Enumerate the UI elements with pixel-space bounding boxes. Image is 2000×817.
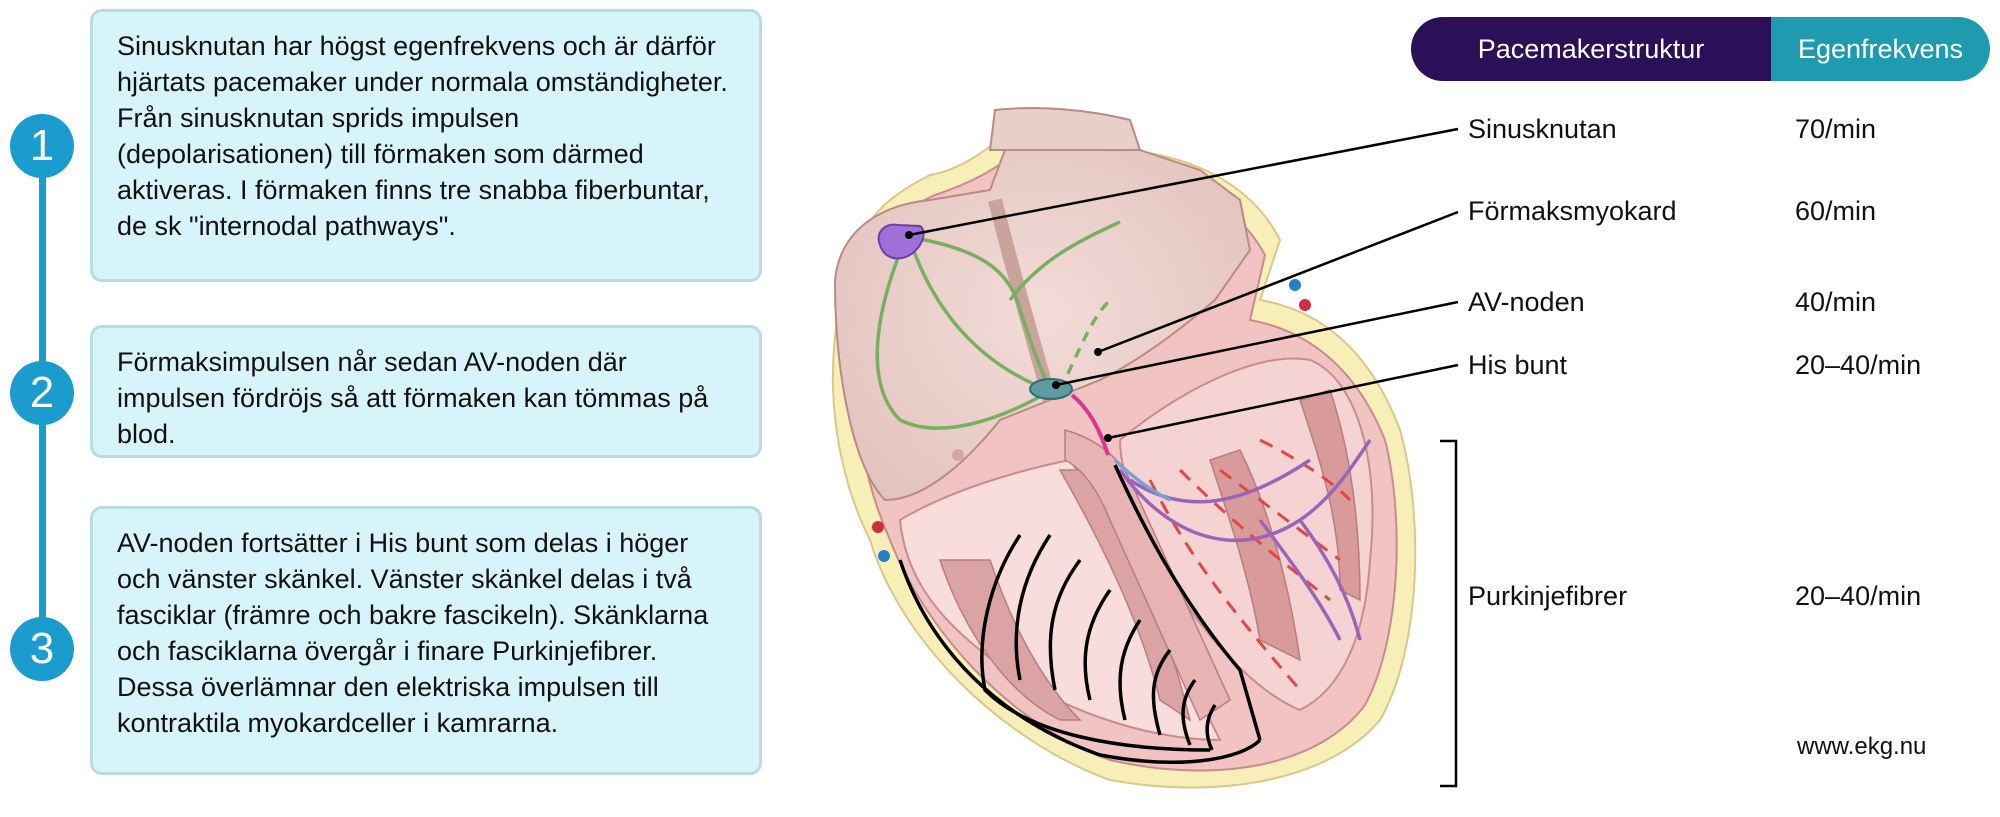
website-link[interactable]: www.ekg.nu (1797, 733, 1927, 760)
legend-structure-av-noden: AV-noden (1468, 287, 1585, 317)
legend-rate-av-noden: 40/min (1795, 287, 1877, 317)
aorta (988, 107, 1142, 151)
step-text-2: Förmaksimpulsen når sedan AV-noden där i… (117, 347, 709, 449)
right-ventricle-cavity (898, 458, 1222, 742)
leader-lines (908, 127, 1459, 788)
legend-rate-his-bunt: 20–40/min (1795, 350, 1922, 380)
interventricular-septum (1064, 429, 1231, 722)
step-text-box-2: Förmaksimpulsen når sedan AV-noden där i… (90, 325, 762, 458)
internodal-pathways (875, 220, 1121, 430)
legend-rate-sinusknutan: 70/min (1795, 114, 1877, 144)
step-number-3: 3 (10, 617, 74, 681)
his-bundle (1070, 393, 1110, 456)
legend-structure-his-bunt: His bunt (1468, 350, 1568, 380)
step-text-box-3: AV-noden fortsätter i His bunt som delas… (90, 506, 762, 775)
legend-structure-purkinjefibrer: Purkinjefibrer (1468, 581, 1628, 611)
step-text-3: AV-noden fortsätter i His bunt som delas… (117, 528, 709, 738)
atria (833, 128, 1252, 502)
step-number-2: 2 (10, 361, 74, 425)
legend-structure-sinusknutan: Sinusknutan (1468, 114, 1617, 144)
leader-line-sinusknutan (908, 127, 1459, 237)
legend-header-rate: Egenfrekvens (1771, 17, 1990, 81)
legend-structure-formaksmyokard: Förmaksmyokard (1468, 196, 1677, 226)
step-text-box-1: Sinusknutan har högst egenfrekvens och ä… (90, 9, 762, 282)
leader-line-formaksmyokard (1097, 210, 1459, 354)
step-text-1: Sinusknutan har högst egenfrekvens och ä… (117, 31, 728, 241)
right-bundle-purkinje (898, 464, 1262, 764)
leader-line-av-noden (1055, 300, 1459, 387)
legend-rate-formaksmyokard: 60/min (1795, 196, 1877, 226)
leader-line-his-bunt (1107, 363, 1459, 440)
legend-header-structure: Pacemakerstruktur (1411, 17, 1771, 81)
purkinje-bracket (1440, 439, 1458, 788)
legend-rate-purkinjefibrer: 20–40/min (1795, 581, 1922, 611)
purkinje-purple-fibers (1118, 439, 1372, 641)
step-number-1: 1 (10, 114, 74, 178)
